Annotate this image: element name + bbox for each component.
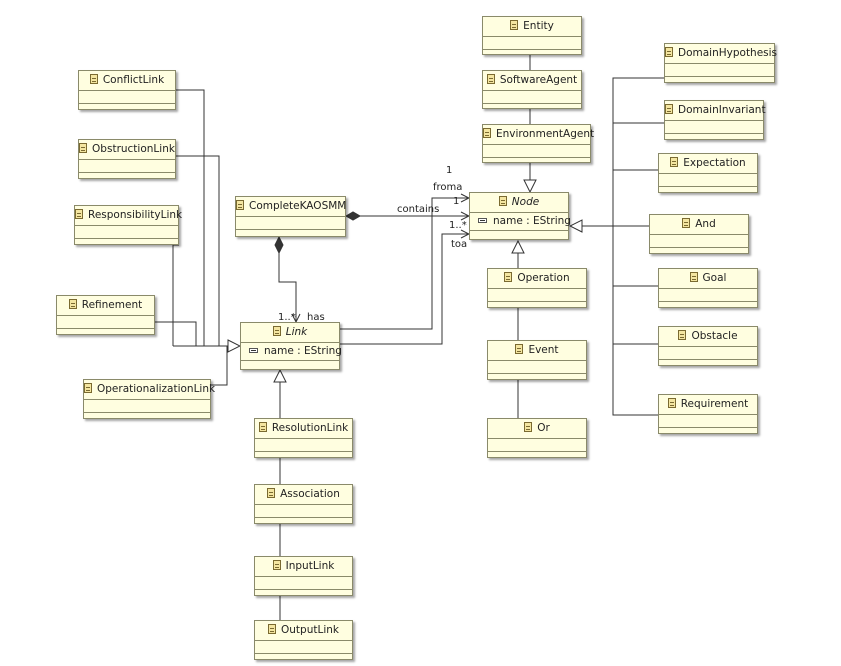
class-icon — [515, 344, 524, 354]
class-event[interactable]: Event — [487, 340, 587, 380]
class-obstruction-link[interactable]: ObstructionLink — [78, 139, 176, 179]
froma-multiplicity: 1 — [446, 165, 453, 176]
class-icon — [79, 143, 88, 153]
class-icon — [678, 330, 687, 340]
contains-label: contains — [397, 204, 440, 215]
assoc-toa — [340, 234, 469, 345]
class-name: Expectation — [683, 157, 746, 169]
class-complete-kaosmm[interactable]: CompleteKAOSMM — [235, 196, 346, 237]
class-name: And — [695, 218, 716, 230]
class-icon — [665, 47, 673, 57]
class-output-link[interactable]: OutputLink — [254, 620, 353, 660]
class-name: ConflictLink — [102, 74, 165, 86]
class-icon — [670, 157, 679, 167]
class-entity[interactable]: Entity — [482, 16, 582, 55]
class-name: Association — [280, 488, 340, 500]
class-name: InputLink — [285, 560, 335, 572]
class-icon — [665, 104, 673, 114]
class-icon — [89, 74, 98, 84]
class-name: Event — [528, 344, 559, 356]
class-name: OperationalizationLink — [97, 383, 216, 395]
class-icon — [236, 200, 244, 210]
class-icon — [682, 218, 691, 228]
class-icon — [258, 422, 267, 432]
class-name: Operation — [517, 272, 570, 284]
class-icon — [504, 272, 513, 282]
class-requirement[interactable]: Requirement — [658, 394, 758, 434]
class-resolution-link[interactable]: ResolutionLink — [254, 418, 353, 458]
class-goal[interactable]: Goal — [658, 268, 758, 308]
class-name: DomainHypothesis — [678, 47, 778, 59]
attribute-icon — [478, 218, 487, 223]
class-or[interactable]: Or — [487, 418, 587, 458]
class-icon — [272, 326, 281, 336]
assoc-froma — [340, 198, 469, 330]
node-attribute: name : EString — [493, 215, 571, 227]
froma-role-label: froma — [433, 182, 463, 193]
class-name: Goal — [702, 272, 727, 284]
class-name: Obstacle — [691, 330, 738, 342]
class-association[interactable]: Association — [254, 484, 353, 524]
link-attribute: name : EString — [264, 345, 342, 357]
class-icon — [75, 209, 83, 219]
class-name: Requirement — [680, 398, 749, 410]
class-name: Refinement — [81, 299, 143, 311]
class-name: Link — [285, 326, 308, 338]
class-icon — [524, 422, 533, 432]
class-icon — [510, 20, 519, 30]
class-conflict-link[interactable]: ConflictLink — [78, 70, 176, 110]
class-icon — [498, 196, 507, 206]
class-domain-hypothesis[interactable]: DomainHypothesis — [664, 43, 778, 83]
class-icon — [268, 624, 276, 634]
class-and[interactable]: And — [649, 214, 749, 254]
class-icon — [84, 383, 92, 393]
has-label: has — [307, 312, 325, 323]
inherit-right-bus — [612, 77, 664, 416]
class-name: SoftwareAgent — [499, 74, 578, 86]
class-name: CompleteKAOSMM — [249, 200, 347, 212]
class-name: ResolutionLink — [271, 422, 349, 434]
class-name: Or — [537, 422, 550, 434]
class-icon — [667, 398, 676, 408]
class-responsibility-link[interactable]: ResponsibilityLink — [74, 205, 183, 245]
class-name: Node — [511, 196, 540, 208]
contains-multiplicity: 1 — [453, 196, 460, 207]
class-name: EnvironmentAgent — [496, 128, 595, 140]
class-environment-agent[interactable]: EnvironmentAgent — [482, 124, 595, 163]
class-input-link[interactable]: InputLink — [254, 556, 353, 596]
class-name: Entity — [523, 20, 554, 32]
class-icon — [483, 128, 491, 138]
class-name: ObstructionLink — [92, 143, 175, 155]
attribute-icon — [249, 348, 258, 353]
class-expectation[interactable]: Expectation — [658, 153, 758, 193]
class-obstacle[interactable]: Obstacle — [658, 326, 758, 366]
class-icon — [689, 272, 698, 282]
class-link[interactable]: Link name : EString — [240, 322, 342, 370]
class-software-agent[interactable]: SoftwareAgent — [482, 70, 582, 109]
class-icon — [486, 74, 495, 84]
class-name: OutputLink — [281, 624, 339, 636]
composition-has — [278, 253, 296, 322]
class-name: DomainInvariant — [678, 104, 766, 116]
class-icon — [267, 488, 276, 498]
class-refinement[interactable]: Refinement — [56, 295, 155, 335]
class-operationalization-link[interactable]: OperationalizationLink — [83, 379, 215, 419]
class-icon — [272, 560, 281, 570]
class-domain-invariant[interactable]: DomainInvariant — [664, 100, 766, 140]
class-node[interactable]: Node name : EString — [469, 192, 571, 240]
class-icon — [68, 299, 77, 309]
toa-role-label: toa — [451, 239, 468, 250]
has-multiplicity: 1..* — [278, 312, 296, 323]
toa-multiplicity: 1..* — [449, 220, 467, 231]
class-operation[interactable]: Operation — [487, 268, 587, 308]
class-name: ResponsibilityLink — [88, 209, 183, 221]
